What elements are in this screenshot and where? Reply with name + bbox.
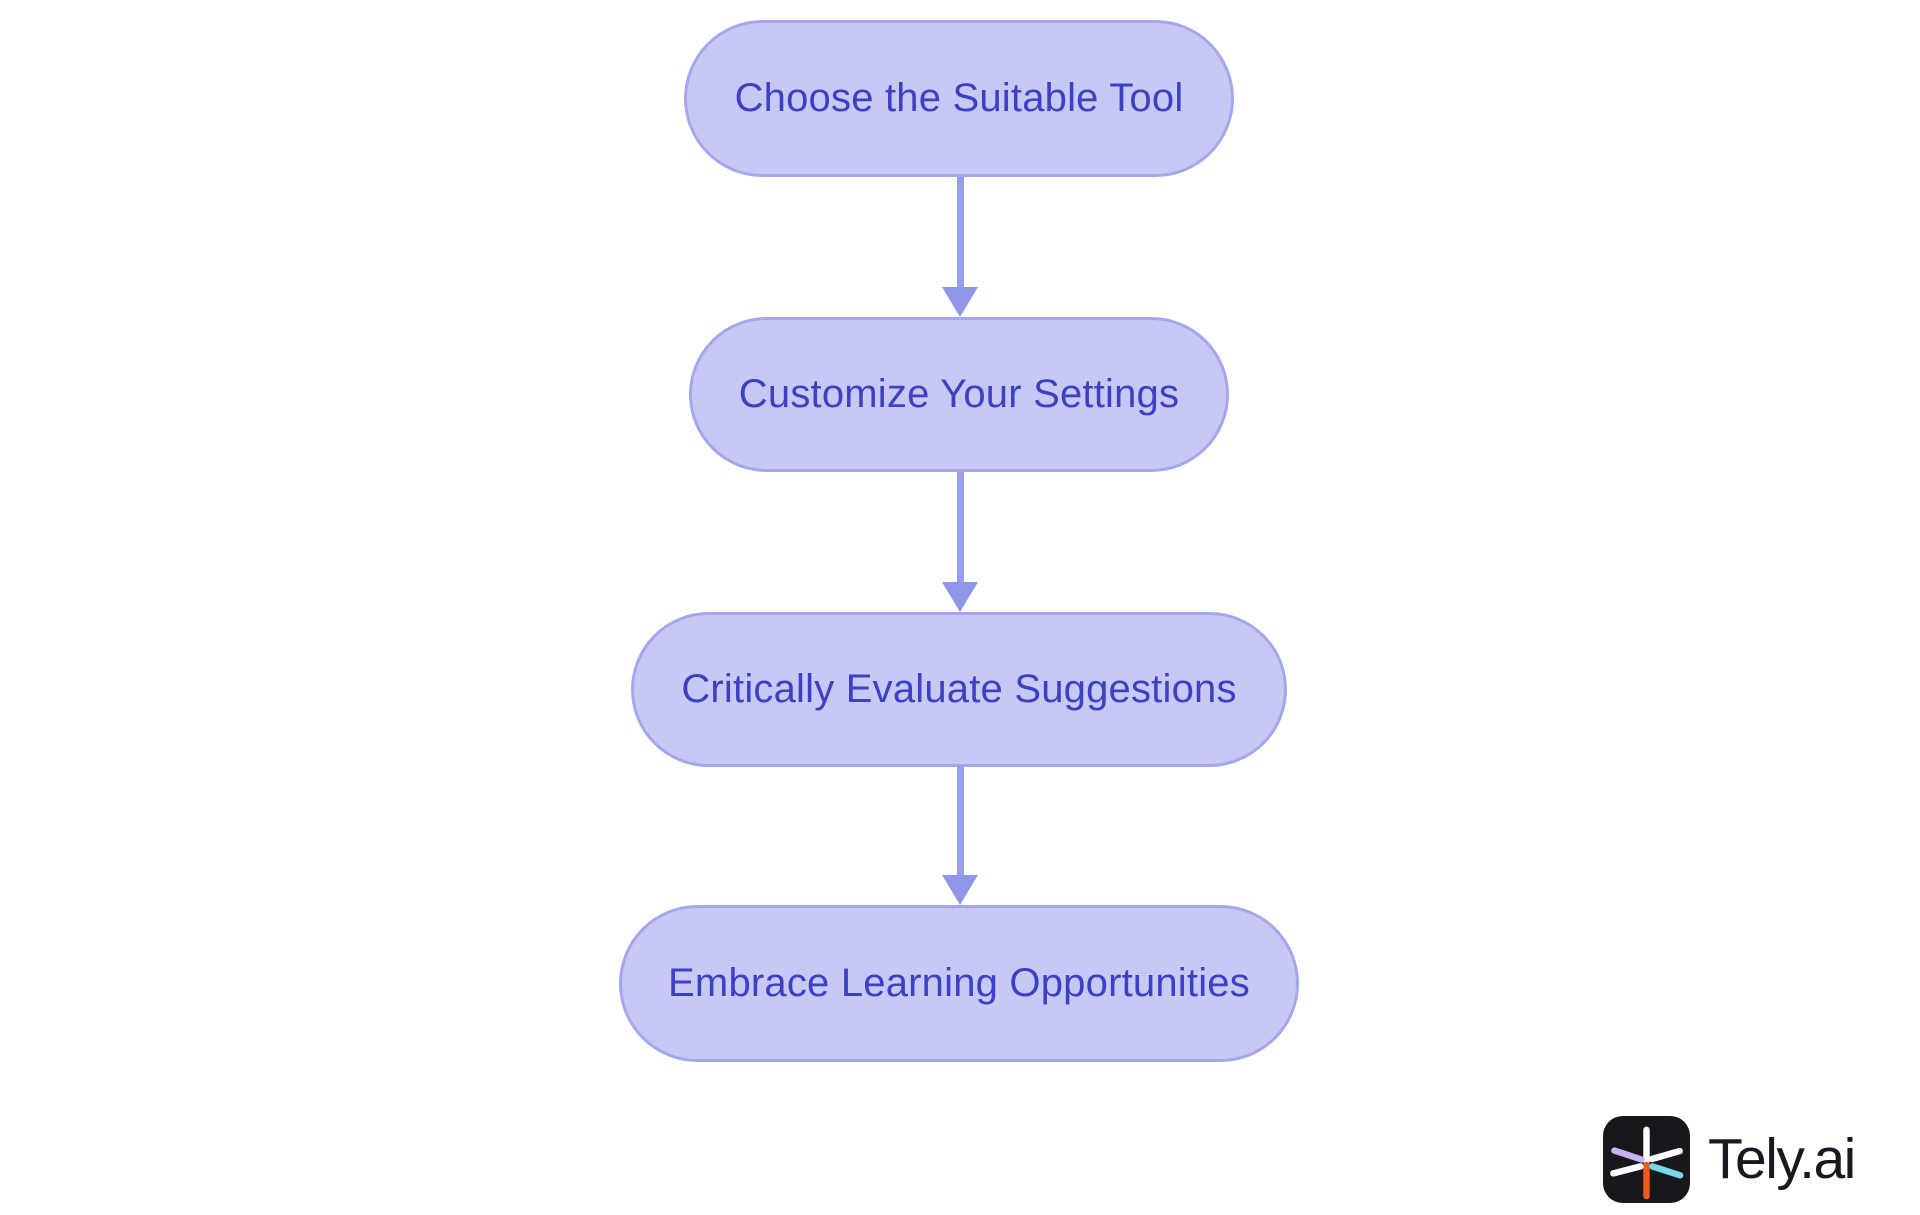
flow-arrow-1 (942, 177, 978, 317)
arrow-shaft (956, 765, 964, 879)
tely-logo: Tely.ai (1603, 1116, 1856, 1203)
flow-node-label: Embrace Learning Opportunities (668, 961, 1250, 1005)
flow-node-label: Customize Your Settings (738, 372, 1180, 416)
arrow-shaft (956, 177, 964, 291)
flow-node-label: Choose the Suitable Tool (734, 76, 1184, 120)
arrow-head-icon (942, 582, 978, 612)
flow-node-label: Critically Evaluate Suggestions (681, 667, 1237, 711)
flow-node-evaluate-suggestions: Critically Evaluate Suggestions (631, 612, 1287, 767)
flow-node-customize-settings: Customize Your Settings (689, 317, 1229, 472)
flow-node-choose-tool: Choose the Suitable Tool (684, 20, 1234, 177)
flow-arrow-2 (942, 472, 978, 612)
arrow-head-icon (942, 875, 978, 905)
arrow-head-icon (942, 287, 978, 317)
arrow-shaft (956, 472, 964, 586)
flow-node-embrace-learning: Embrace Learning Opportunities (619, 905, 1299, 1062)
tely-wordmark: Tely.ai (1708, 1127, 1856, 1191)
tely-starburst-icon (1603, 1116, 1690, 1203)
flow-arrow-3 (942, 765, 978, 905)
